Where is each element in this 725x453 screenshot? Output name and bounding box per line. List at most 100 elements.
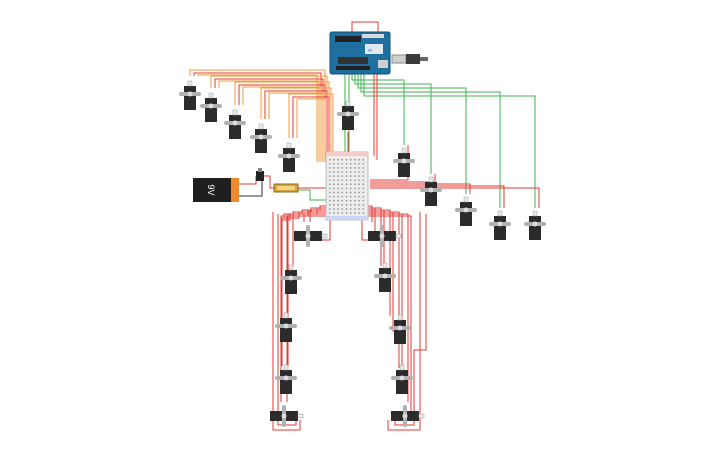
servo-body <box>280 318 292 342</box>
breadboard-hole <box>337 159 339 161</box>
servo-motor[interactable] <box>524 210 546 240</box>
battery-wire <box>239 181 263 197</box>
breadboard-hole <box>350 187 352 190</box>
arduino-board[interactable]: ∞ <box>329 31 428 75</box>
servo-motor[interactable] <box>393 147 415 177</box>
battery-9v[interactable]: 9V <box>193 178 239 202</box>
breadboard-hole <box>358 163 360 165</box>
breadboard-hole <box>354 204 356 206</box>
servo-body <box>494 216 506 240</box>
servo-motor[interactable] <box>294 225 328 247</box>
servo-wire <box>368 205 373 222</box>
servo-wire <box>368 213 409 402</box>
breadboard-hole <box>350 195 352 198</box>
servo-power-wire <box>370 185 505 208</box>
servo-motor[interactable] <box>270 405 304 427</box>
servo-shaft <box>305 233 311 239</box>
servo-motor[interactable] <box>280 264 302 294</box>
resistor-module[interactable] <box>273 183 299 193</box>
servo-connector <box>283 364 289 371</box>
servo-motor[interactable] <box>179 80 201 110</box>
servo-shaft <box>208 103 214 109</box>
servo-body <box>205 98 217 122</box>
servo-connector <box>382 262 388 269</box>
servo-connector <box>187 80 193 87</box>
breadboard-hole <box>337 204 339 206</box>
breadboard-hole <box>345 179 348 181</box>
breadboard-hole <box>341 163 343 165</box>
servo-power-wire <box>292 96 330 160</box>
breadboard-hole <box>341 195 343 198</box>
breadboard[interactable] <box>325 151 369 221</box>
servo-motor[interactable] <box>278 142 300 172</box>
servo-body <box>529 216 541 240</box>
breadboard-hole <box>329 175 331 177</box>
breadboard-hole <box>345 191 348 194</box>
breadboard-hole <box>362 163 364 165</box>
servos-layer <box>179 80 546 427</box>
servo-motor[interactable] <box>200 92 222 122</box>
servo-signal-wire <box>260 87 332 156</box>
breadboard-hole <box>341 208 343 210</box>
servo-body <box>184 86 196 110</box>
breadboard-hole <box>354 159 356 161</box>
servo-motor[interactable] <box>455 196 477 226</box>
servo-body <box>398 153 410 177</box>
servo-motor[interactable] <box>275 312 297 342</box>
breadboard-hole <box>333 183 335 185</box>
breadboard-hole <box>345 212 348 214</box>
servo-motor[interactable] <box>337 100 359 130</box>
breadboard-hole <box>337 212 339 214</box>
servo-motor[interactable] <box>250 123 272 153</box>
breadboard-hole <box>337 208 339 210</box>
breadboard-hole <box>354 187 356 190</box>
servo-motor[interactable] <box>224 109 246 139</box>
servo-connector <box>297 413 304 419</box>
breadboard-hole <box>358 195 360 198</box>
breadboard-hole <box>341 159 343 161</box>
breadboard-hole <box>337 195 339 198</box>
servo-connector <box>288 264 294 271</box>
servo-motor[interactable] <box>391 364 413 394</box>
breadboard-hole <box>350 183 352 185</box>
slide-switch[interactable] <box>256 168 264 181</box>
servo-motor[interactable] <box>374 262 396 292</box>
servo-shaft <box>463 207 469 213</box>
servo-motor[interactable] <box>489 210 511 240</box>
servo-signal-wire <box>242 86 322 162</box>
servo-motor[interactable] <box>391 405 425 427</box>
breadboard-hole <box>337 175 339 177</box>
breadboard-hole <box>358 183 360 185</box>
breadboard-holes <box>329 159 364 214</box>
breadboard-hole <box>341 204 343 206</box>
servo-motor[interactable] <box>389 314 411 344</box>
breadboard-hole <box>329 171 331 173</box>
servo-shaft <box>532 221 538 227</box>
servo-signal-wire <box>296 98 326 162</box>
breadboard-hole <box>354 179 356 181</box>
breadboard-hole <box>345 187 348 190</box>
servo-motor[interactable] <box>368 225 402 247</box>
breadboard-hole <box>354 171 356 173</box>
svg-text:∞: ∞ <box>368 48 372 54</box>
breadboard-hole <box>358 159 360 161</box>
servo-wire <box>280 215 326 402</box>
servo-motor[interactable] <box>275 364 297 394</box>
servo-connector <box>428 176 434 183</box>
servo-shaft <box>345 111 351 117</box>
servo-connector <box>283 312 289 319</box>
breadboard-hole <box>329 179 331 181</box>
breadboard-hole <box>333 204 335 206</box>
servo-body <box>396 370 408 394</box>
servo-wire <box>281 211 326 314</box>
breadboard-hole <box>362 187 364 190</box>
breadboard-hole <box>345 167 348 169</box>
servo-connector <box>399 364 405 371</box>
breadboard-hole <box>329 187 331 190</box>
breadboard-hole <box>345 200 348 202</box>
servo-motor[interactable] <box>420 176 442 206</box>
breadboard-hole <box>354 183 356 185</box>
breadboard-hole <box>350 167 352 169</box>
servo-shaft <box>402 413 408 419</box>
breadboard-hole <box>329 163 331 165</box>
